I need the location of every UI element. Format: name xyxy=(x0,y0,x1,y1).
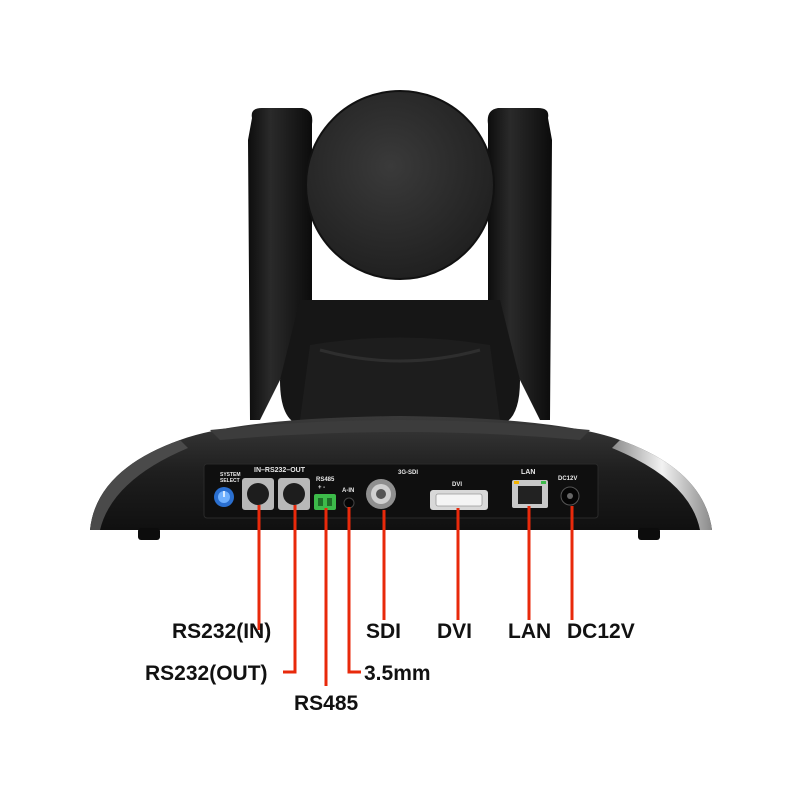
connector-panel: SYSTEM SELECT IN–RS232–OUT RS485 + - A-I… xyxy=(203,463,599,519)
callout-dc: DC12V xyxy=(567,620,635,643)
callout-a-in: 3.5mm xyxy=(364,662,431,685)
callout-dvi: DVI xyxy=(437,620,473,643)
a-in-label: A-IN xyxy=(342,488,354,494)
camera-head xyxy=(305,90,495,280)
dvi-panel-label: DVI xyxy=(452,482,462,488)
camera-yoke xyxy=(248,108,552,425)
callout-rs232-in: RS232(IN) xyxy=(172,620,272,643)
foot-right xyxy=(638,528,660,540)
leader-rs232-out xyxy=(283,505,297,674)
rs232-io-label: IN–RS232–OUT xyxy=(254,467,306,474)
leader-lines xyxy=(257,505,574,686)
lens-housing xyxy=(306,91,494,279)
callout-lan: LAN xyxy=(508,620,552,643)
lan-panel-label: LAN xyxy=(521,469,535,476)
rs485-polarity-label: + - xyxy=(318,485,325,491)
dc-panel-label: DC12V xyxy=(558,476,577,482)
system-label: SYSTEM xyxy=(220,472,241,478)
callout-rs232-out: RS232(OUT) xyxy=(145,662,268,685)
audio-in-jack xyxy=(343,497,355,509)
sdi-panel-label: 3G-SDI xyxy=(398,470,418,476)
rs485-label: RS485 xyxy=(316,477,335,483)
leader-a-in xyxy=(347,507,361,674)
select-label: SELECT xyxy=(220,478,240,484)
callout-rs485: RS485 xyxy=(294,692,359,715)
callout-sdi: SDI xyxy=(366,620,402,643)
rs485-terminal xyxy=(314,494,336,510)
foot-left xyxy=(138,528,160,540)
